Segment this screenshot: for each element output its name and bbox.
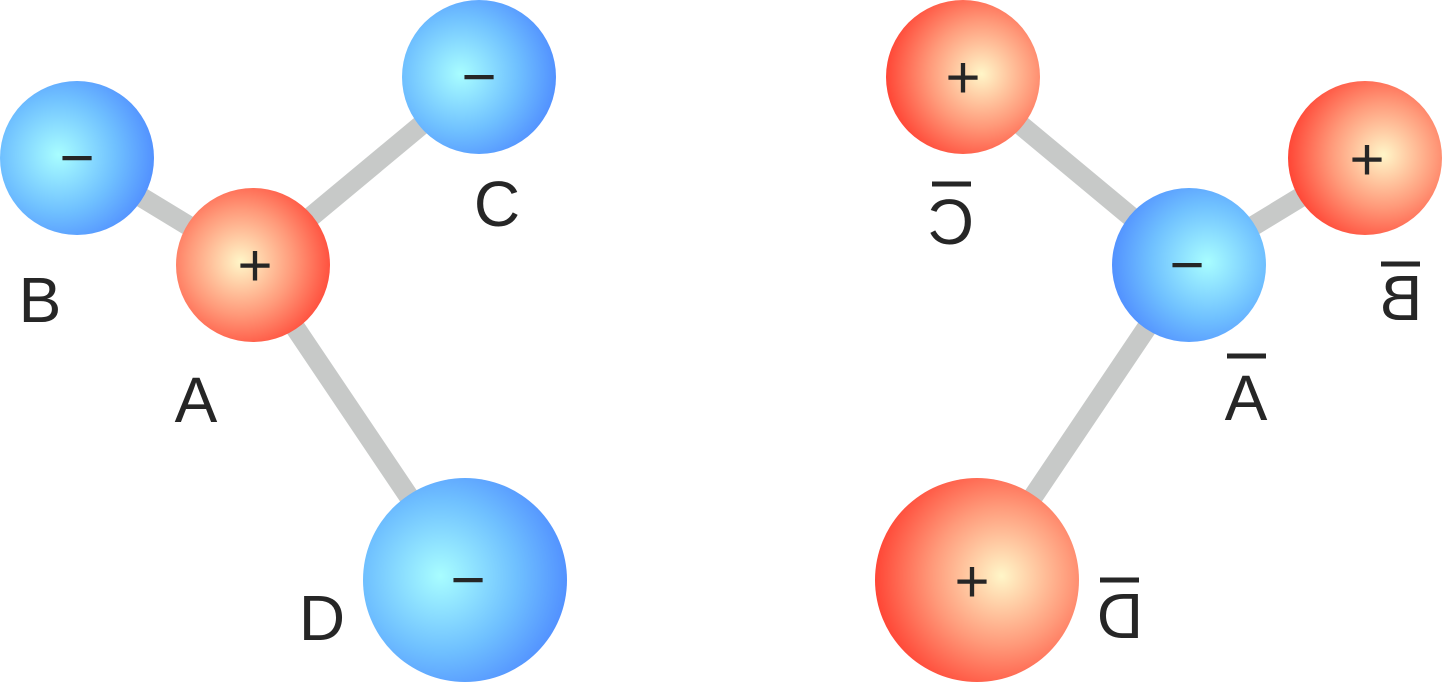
mirror-atom-d-charge: + [954, 548, 989, 615]
mirror-label-b-text: B [1380, 262, 1423, 334]
molecule-right: + + + − B C A D [875, 0, 1442, 682]
atom-a: + [176, 188, 330, 342]
molecule-left: − − − + B C A D [0, 0, 567, 682]
mirror-atom-b: + [1288, 81, 1442, 235]
atom-a-charge: + [237, 232, 272, 299]
label-d: D [299, 582, 345, 654]
label-a: A [175, 364, 218, 436]
mirror-atom-b-charge: + [1349, 126, 1384, 193]
mirror-atom-a: − [1112, 188, 1266, 342]
label-c: C [474, 168, 520, 240]
mirror-label-a: A [1224, 353, 1267, 434]
mirror-label-c: C [928, 181, 974, 258]
mirror-atom-c: + [886, 0, 1040, 154]
atom-d: − [363, 478, 567, 682]
label-b: B [19, 264, 62, 336]
atom-b-charge: − [59, 124, 94, 191]
atom-c-charge: − [461, 43, 496, 110]
mirror-atom-a-charge: − [1169, 231, 1204, 298]
mirror-label-a-text: A [1224, 362, 1267, 434]
atom-c: − [402, 0, 556, 154]
mirror-label-b: B [1380, 261, 1423, 334]
mirror-label-c-text: C [928, 186, 974, 258]
mirror-atom-c-charge: + [945, 44, 980, 111]
atom-b: − [0, 81, 154, 235]
mirror-label-d: D [1097, 577, 1143, 652]
mirror-label-d-text: D [1097, 580, 1143, 652]
atom-d-charge: − [450, 546, 485, 613]
mirror-atom-d: + [875, 478, 1079, 682]
